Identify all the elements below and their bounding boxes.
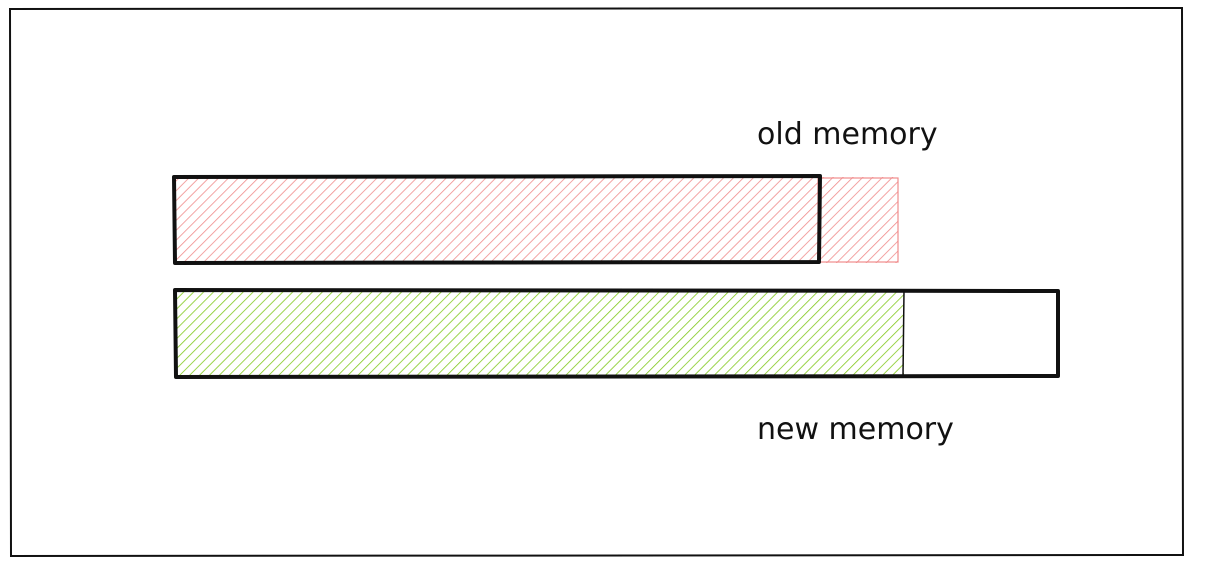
old-memory-bar — [172, 174, 899, 265]
new-memory-bar — [173, 288, 1060, 379]
new-memory-divider — [902, 290, 905, 377]
new-memory-outline — [173, 288, 1060, 379]
old-memory-outline — [172, 174, 822, 265]
new-memory-fill — [177, 291, 904, 377]
outer-frame — [8, 6, 1185, 558]
old-memory-label: old memory — [757, 117, 938, 152]
old-memory-fill — [176, 177, 898, 263]
new-memory-label: new memory — [757, 412, 954, 447]
